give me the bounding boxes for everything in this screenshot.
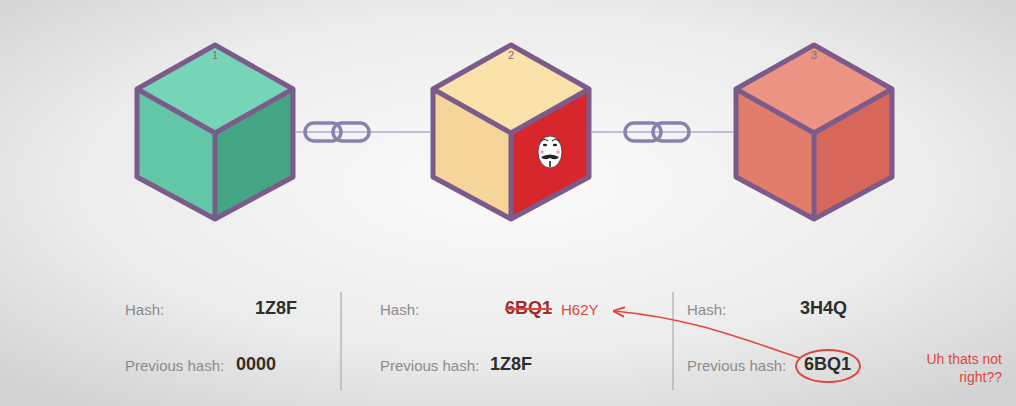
mask-brow — [541, 140, 548, 142]
cube-shape — [733, 42, 895, 222]
chain-ring — [333, 123, 369, 141]
hacker-mask — [538, 136, 562, 168]
field-name: Hash: — [687, 300, 726, 320]
hash-value: 3H4Q — [800, 298, 847, 318]
mask-eye — [553, 144, 557, 147]
block-cube: 1 — [134, 42, 296, 222]
cube-shape — [430, 42, 592, 222]
block-cube: 2 — [430, 42, 592, 222]
tampered-hash-value: H62Y — [561, 300, 599, 320]
hash-value: 6BQ1 — [804, 354, 851, 374]
chain-connector — [296, 131, 430, 133]
struck-hash-value: 6BQ1 — [505, 298, 552, 318]
cube-outline — [736, 45, 892, 219]
mask-moustache — [541, 155, 559, 160]
chain-link — [305, 123, 369, 141]
field-name: Hash: — [125, 300, 164, 320]
field-name: Hash: — [380, 300, 419, 320]
cube-shape — [134, 42, 296, 222]
chain-link — [625, 123, 689, 141]
cube-outline — [433, 45, 589, 219]
mask-face — [538, 136, 562, 168]
mask-brow — [552, 140, 559, 142]
block-number: 2 — [430, 49, 592, 61]
block-number: 3 — [733, 49, 895, 61]
column-divider — [673, 292, 674, 390]
chain-ring — [653, 123, 689, 141]
mask-beard — [549, 161, 551, 167]
column-divider — [341, 292, 342, 390]
mask-cheek — [540, 150, 544, 154]
block-cube: 3 — [733, 42, 895, 222]
error-circle — [796, 350, 860, 382]
hash-value: 1Z8F — [490, 354, 532, 374]
hash-value: 1Z8F — [255, 298, 297, 318]
mask-eye — [543, 144, 547, 147]
block-number: 1 — [134, 49, 296, 61]
annotation-note: Uh thats not right?? — [902, 350, 1002, 386]
error-arrow — [614, 311, 800, 358]
cube-outline — [137, 45, 293, 219]
field-name: Previous hash: — [125, 356, 224, 376]
field-name: Previous hash: — [380, 356, 479, 376]
hash-value: 0000 — [236, 354, 276, 374]
field-name: Previous hash: — [687, 356, 786, 376]
mask-cheek — [556, 150, 560, 154]
